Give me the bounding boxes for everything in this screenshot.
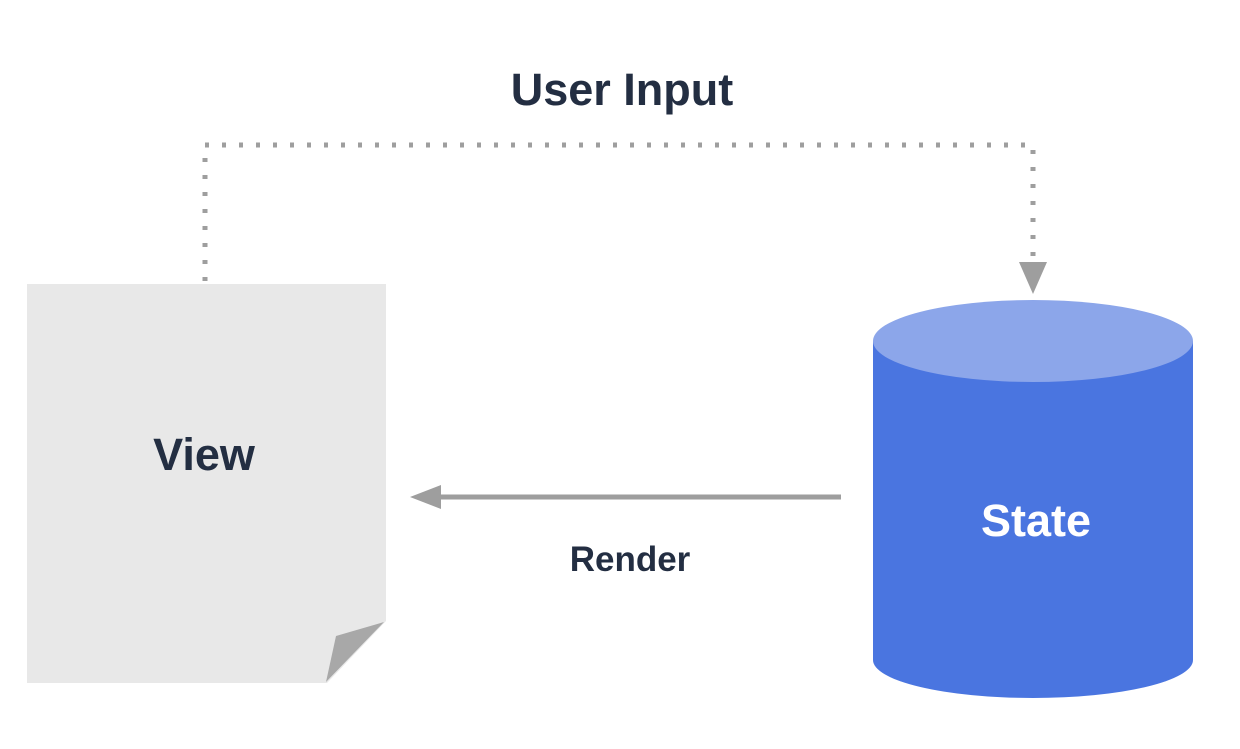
edge-label-user-input: User Input bbox=[510, 64, 734, 115]
arrowhead-left-icon bbox=[410, 485, 441, 509]
view-document-shape bbox=[27, 284, 386, 683]
user-input-dotted-connector bbox=[202, 142, 1036, 281]
state-cylinder-body bbox=[873, 341, 1193, 698]
view-document-fold-corner bbox=[326, 622, 384, 682]
state-cylinder-top bbox=[873, 300, 1193, 382]
node-label-state: State bbox=[980, 495, 1092, 546]
arrowhead-down-icon bbox=[1019, 262, 1047, 294]
node-label-view: View bbox=[153, 429, 255, 480]
edge-label-render: Render bbox=[569, 540, 691, 579]
